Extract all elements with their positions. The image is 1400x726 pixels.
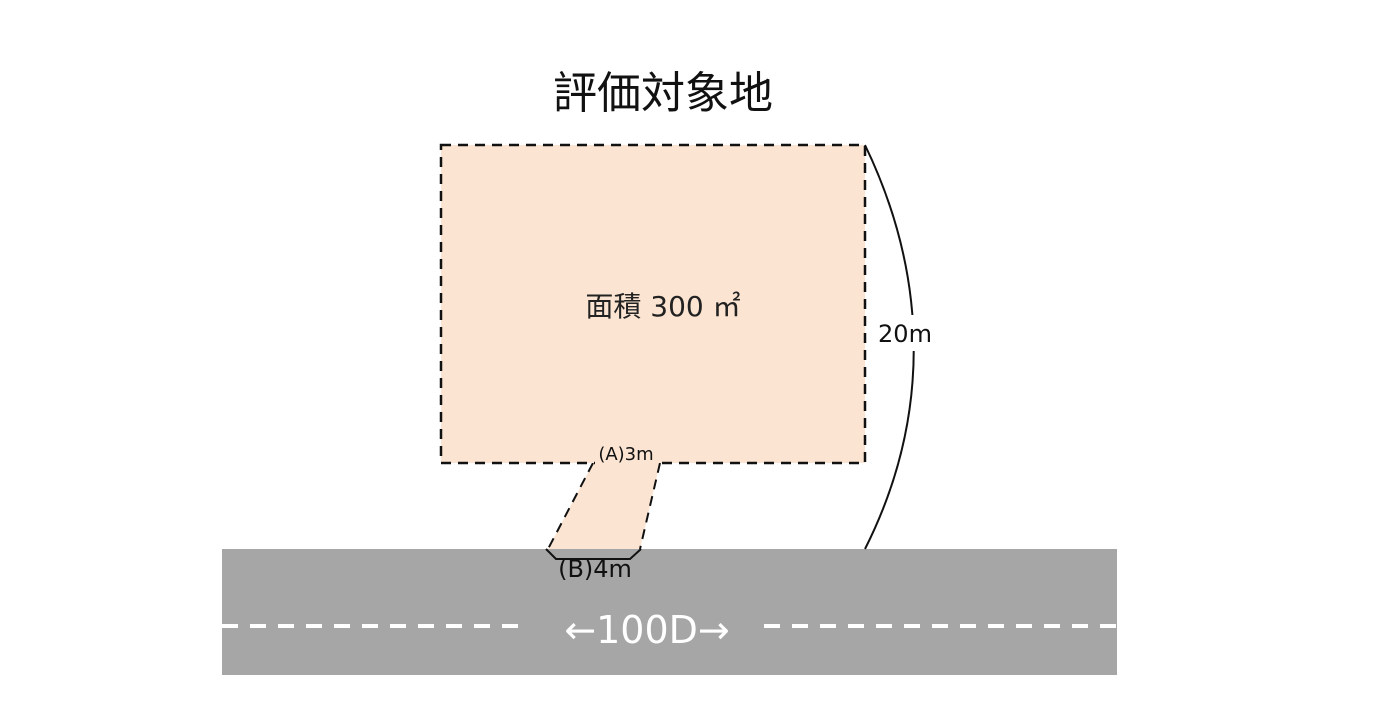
depth-label-bg — [874, 315, 936, 351]
width-b-label: (B)4m — [558, 555, 632, 583]
width-b-bracket — [545, 548, 642, 560]
depth-label: 20m — [878, 320, 932, 348]
width-a-label: (A)3m — [598, 444, 653, 465]
subject-lot — [439, 143, 867, 465]
lot-area-label: 面積 300 ㎡ — [585, 290, 740, 323]
access-path-fill — [548, 463, 660, 549]
road-label: ←100D→ — [564, 608, 729, 652]
road — [222, 549, 1117, 675]
access-path-right-edge — [639, 462, 661, 550]
diagram-title: 評価対象地 — [553, 68, 773, 119]
